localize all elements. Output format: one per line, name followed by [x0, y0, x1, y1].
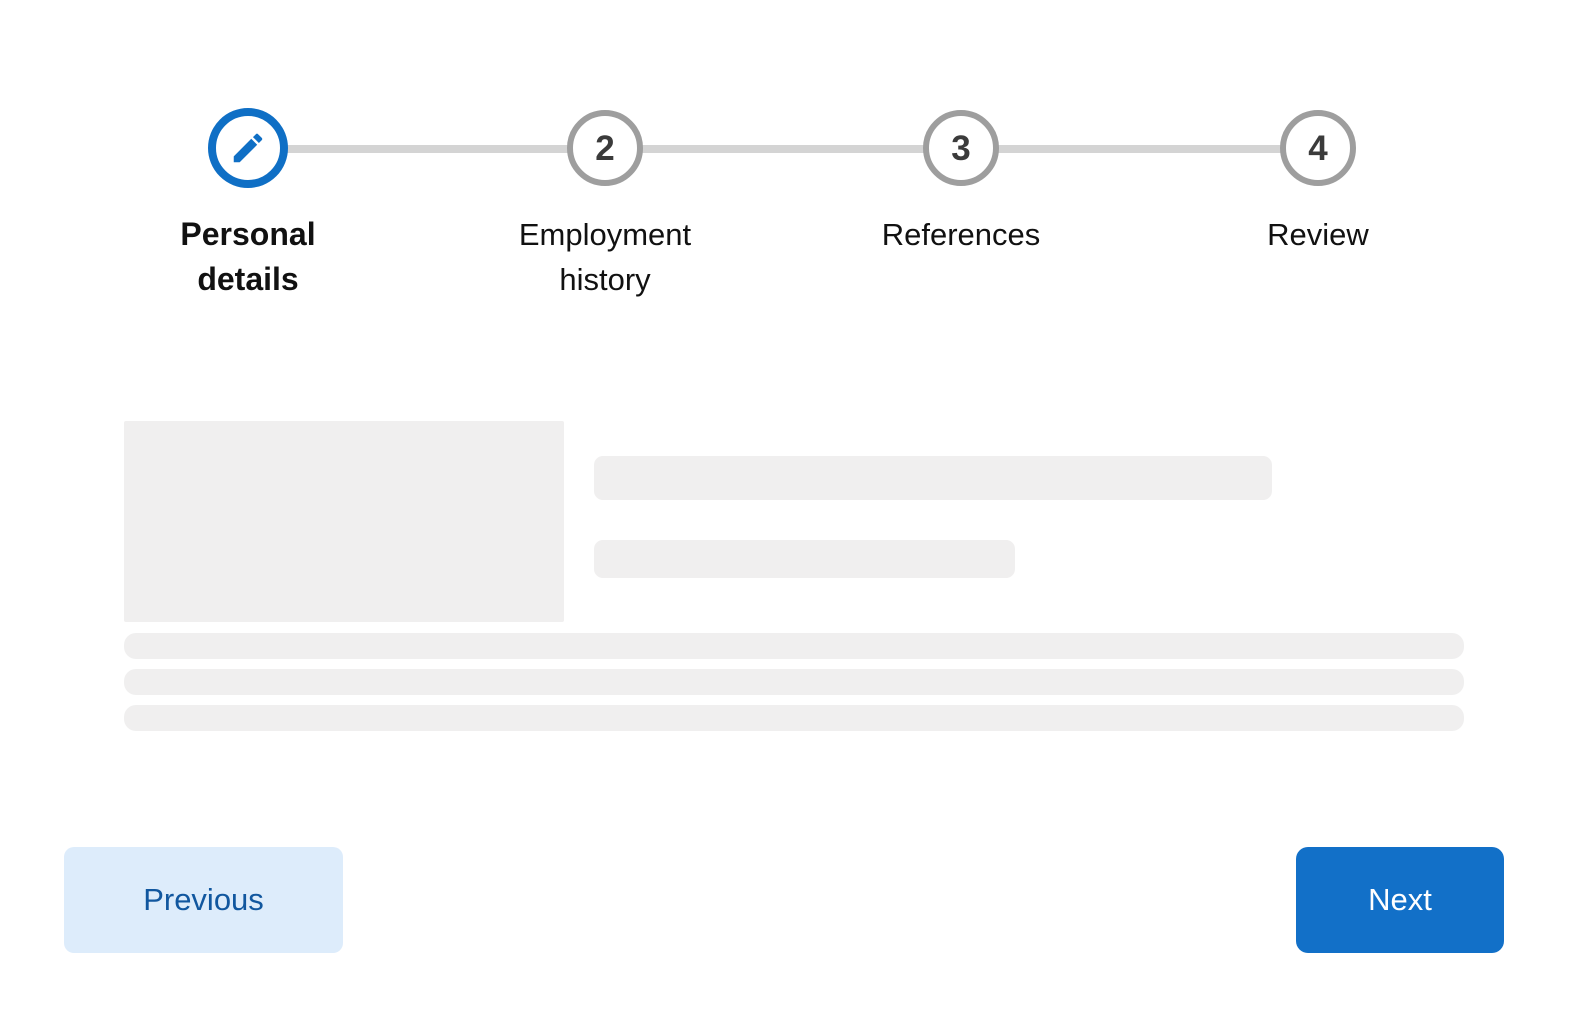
- skeleton-text-line-long: [594, 456, 1272, 500]
- next-button[interactable]: Next: [1296, 847, 1504, 953]
- pencil-icon: [229, 129, 267, 167]
- skeleton-row: [124, 669, 1464, 695]
- step-circle-personal-details[interactable]: [208, 108, 288, 188]
- stepper-connector: [248, 145, 1318, 153]
- step-number: 3: [951, 128, 971, 168]
- step-number: 4: [1308, 128, 1328, 168]
- step-label-personal-details: Personal details: [180, 216, 316, 297]
- skeleton-text-line-short: [594, 540, 1015, 578]
- step-circle-references[interactable]: 3: [923, 110, 999, 186]
- step-circle-review[interactable]: 4: [1280, 110, 1356, 186]
- step-circle-employment-history[interactable]: 2: [567, 110, 643, 186]
- step-number: 2: [595, 128, 615, 168]
- stepper: Personal details 2 Employment history 3 …: [0, 0, 1596, 310]
- skeleton-image-block: [124, 421, 564, 622]
- step-label-employment-history: Employment history: [518, 217, 692, 297]
- skeleton-row: [124, 633, 1464, 659]
- skeleton-row: [124, 705, 1464, 731]
- previous-button[interactable]: Previous: [64, 847, 343, 953]
- step-label-review: Review: [1267, 217, 1369, 252]
- step-label-references: References: [881, 217, 1041, 252]
